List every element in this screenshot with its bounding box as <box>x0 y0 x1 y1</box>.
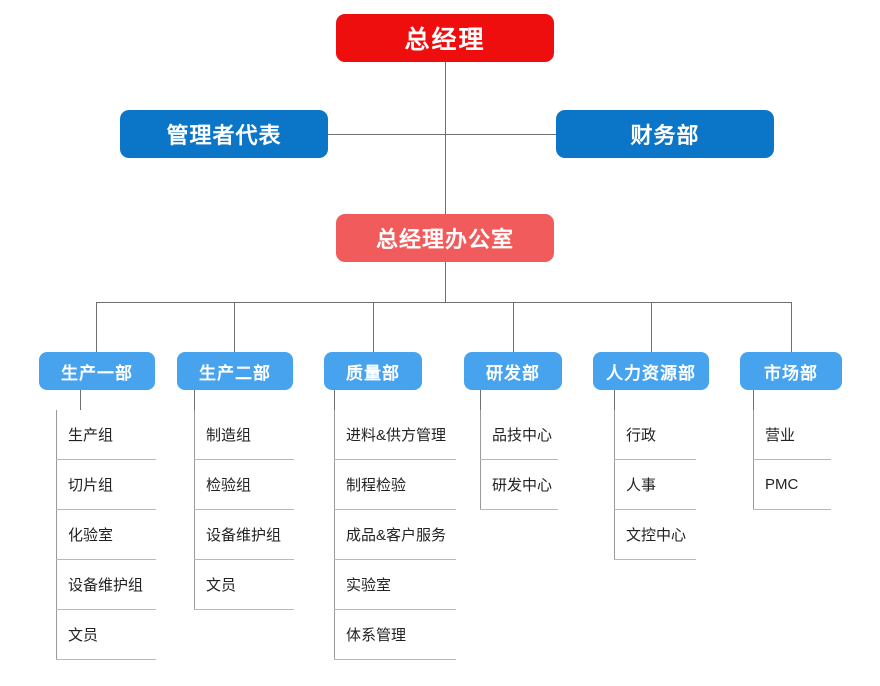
connector-drop-dept-6 <box>791 302 792 352</box>
children-column-1: 生产组 切片组 化验室 设备维护组 文员 <box>56 410 156 660</box>
connector-drop-dept-3 <box>373 302 374 352</box>
node-finance-department[interactable]: 财务部 <box>556 110 774 158</box>
node-general-manager-label: 总经理 <box>404 26 486 54</box>
connector-dept-5-to-children <box>614 390 615 410</box>
children-column-2-spine <box>194 410 195 610</box>
list-item[interactable]: 制造组 <box>194 410 294 460</box>
connector-dept-6-to-children <box>753 390 754 410</box>
node-department-6-label: 市场部 <box>764 363 818 383</box>
list-item[interactable]: 品技中心 <box>480 410 558 460</box>
list-item[interactable]: 化验室 <box>56 510 156 560</box>
children-column-3-spine <box>334 410 335 660</box>
node-gm-office-label: 总经理办公室 <box>375 227 514 252</box>
list-item[interactable]: 实验室 <box>334 560 456 610</box>
node-management-representative-label: 管理者代表 <box>166 123 282 148</box>
children-column-2: 制造组 检验组 设备维护组 文员 <box>194 410 294 610</box>
connector-dept-2-to-children <box>194 390 195 410</box>
list-item[interactable]: 切片组 <box>56 460 156 510</box>
connector-gm-down <box>445 62 446 134</box>
list-item[interactable]: 进料&供方管理 <box>334 410 456 460</box>
children-column-6-spine <box>753 410 754 510</box>
node-gm-office[interactable]: 总经理办公室 <box>336 214 554 262</box>
list-item[interactable]: 检验组 <box>194 460 294 510</box>
list-item[interactable]: 文员 <box>194 560 294 610</box>
node-department-6[interactable]: 市场部 <box>740 352 842 390</box>
node-finance-department-label: 财务部 <box>630 123 700 148</box>
node-department-2-label: 生产二部 <box>199 363 271 383</box>
children-column-5: 行政 人事 文控中心 <box>614 410 696 560</box>
node-management-representative[interactable]: 管理者代表 <box>120 110 328 158</box>
node-department-3[interactable]: 质量部 <box>324 352 422 390</box>
node-department-2[interactable]: 生产二部 <box>177 352 293 390</box>
node-general-manager[interactable]: 总经理 <box>336 14 554 62</box>
list-item[interactable]: 设备维护组 <box>194 510 294 560</box>
children-column-1-spine <box>56 410 57 660</box>
connector-drop-dept-5 <box>651 302 652 352</box>
list-item[interactable]: 生产组 <box>56 410 156 460</box>
node-department-5[interactable]: 人力资源部 <box>593 352 709 390</box>
connector-drop-dept-2 <box>234 302 235 352</box>
connector-office-to-bus <box>445 262 446 303</box>
children-column-3: 进料&供方管理 制程检验 成品&客户服务 实验室 体系管理 <box>334 410 456 660</box>
connector-department-bus <box>96 302 792 303</box>
list-item[interactable]: 营业 <box>753 410 831 460</box>
list-item[interactable]: 成品&客户服务 <box>334 510 456 560</box>
list-item[interactable]: 行政 <box>614 410 696 460</box>
node-department-1-label: 生产一部 <box>61 363 133 383</box>
list-item[interactable]: 设备维护组 <box>56 560 156 610</box>
connector-drop-dept-4 <box>513 302 514 352</box>
children-column-4-spine <box>480 410 481 510</box>
connector-drop-dept-1 <box>96 302 97 352</box>
connector-staff-crossbar <box>328 134 556 135</box>
node-department-4[interactable]: 研发部 <box>464 352 562 390</box>
list-item[interactable]: 制程检验 <box>334 460 456 510</box>
children-column-6: 营业 PMC <box>753 410 831 510</box>
children-column-5-spine <box>614 410 615 560</box>
connector-office-down <box>445 134 446 214</box>
node-department-5-label: 人力资源部 <box>606 363 696 383</box>
list-item[interactable]: 文员 <box>56 610 156 660</box>
list-item[interactable]: 研发中心 <box>480 460 558 510</box>
connector-dept-1-to-children <box>80 390 81 410</box>
list-item[interactable]: PMC <box>753 460 831 510</box>
list-item[interactable]: 体系管理 <box>334 610 456 660</box>
list-item[interactable]: 人事 <box>614 460 696 510</box>
children-column-4: 品技中心 研发中心 <box>480 410 558 510</box>
node-department-3-label: 质量部 <box>346 363 400 383</box>
node-department-4-label: 研发部 <box>486 363 540 383</box>
connector-dept-4-to-children <box>480 390 481 410</box>
list-item[interactable]: 文控中心 <box>614 510 696 560</box>
connector-dept-3-to-children <box>334 390 335 410</box>
node-department-1[interactable]: 生产一部 <box>39 352 155 390</box>
